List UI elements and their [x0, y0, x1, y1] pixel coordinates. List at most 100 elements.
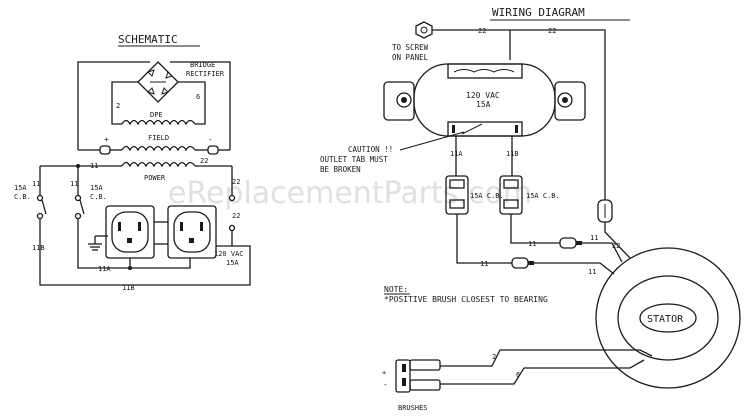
cb-mid-cb: C.B. — [90, 193, 107, 201]
panel-screw-icon — [415, 21, 433, 39]
schematic-section: SCHEMATIC BRIDGE RECTIFIER 2 6 DPE FIELD… — [14, 33, 251, 292]
wire-11a — [130, 258, 191, 269]
wire-2-label: 2 — [116, 102, 120, 110]
schematic-heading: SCHEMATIC — [118, 33, 178, 46]
cb-mid-contact-bot — [74, 212, 82, 220]
wire-11-left-label: 11 — [32, 180, 40, 188]
brush-holder — [395, 359, 441, 393]
receptacle-slot-top — [447, 63, 523, 79]
field-label: FIELD — [148, 134, 169, 142]
wire-22-right-lower — [216, 230, 233, 247]
wire-22a-label: 22 — [478, 27, 486, 35]
field-minus: - — [208, 135, 213, 144]
wire-11b-bottom — [100, 245, 251, 286]
wire-22-to-stator — [604, 222, 631, 259]
cb-mid-contact-top — [74, 194, 82, 202]
ground-wire-22a — [432, 29, 511, 60]
receptacle-slot-bot — [447, 121, 523, 137]
wire-22-stator-label: 22 — [612, 242, 620, 250]
cb-left-contact-bot — [36, 212, 44, 220]
receptacle-panel: 120 VAC 15A — [383, 63, 586, 137]
wire-11-cb2-label: 11 — [528, 240, 536, 248]
brush-wire-2-label: 2 — [492, 353, 496, 361]
outlet-right — [167, 205, 217, 259]
note-title: NOTE: — [384, 285, 408, 294]
cb1-label: 15A C.B. — [470, 192, 504, 200]
cb-mid-switch — [79, 199, 85, 215]
cb-left-rating: 15A — [14, 184, 27, 192]
stator-label: STATOR — [647, 314, 684, 325]
screw-note-2: ON PANEL — [392, 53, 429, 62]
brush-wire-6 — [440, 359, 645, 385]
wire-11-to-stator-2 — [534, 262, 615, 275]
field-connector-right — [207, 145, 219, 155]
power-coil — [121, 161, 196, 168]
wire-22b-label: 22 — [548, 27, 556, 35]
rectifier-left-lead — [77, 61, 150, 150]
stator-label-oval — [639, 303, 697, 333]
connector-upper — [559, 237, 582, 249]
outlet-rating: 120 VAC — [214, 250, 244, 258]
brushes-label: BRUSHES — [398, 404, 428, 412]
ground-symbol — [88, 235, 108, 251]
wire-11-mid-label: 11 — [70, 180, 78, 188]
wire-11a-label: 11A — [450, 150, 463, 158]
cb-left-contact-top — [36, 194, 44, 202]
cb-mid-bottom — [77, 218, 130, 269]
field-plus: + — [104, 135, 109, 144]
wire-11-cb2 — [510, 214, 560, 244]
outlet-amp: 15A — [226, 259, 239, 267]
wiring-section: WIRING DIAGRAM TO SCREW ON PANEL 22 22 — [320, 6, 741, 412]
brush-wire-6-label: 6 — [516, 371, 520, 379]
panel-ear-left — [383, 81, 415, 121]
wire-6-label: 6 — [196, 93, 200, 101]
rectifier-right-lead — [170, 61, 231, 150]
brush-plus: + — [382, 369, 386, 377]
field-connector-left — [99, 145, 111, 155]
caution-leader — [399, 131, 465, 151]
caution-line-3: BE BROKEN — [320, 165, 361, 174]
cb-left-bottom — [39, 218, 100, 286]
wire-11-stator-2-label: 11 — [588, 268, 596, 276]
wire-22-terminal-bot — [228, 224, 236, 232]
brush-minus: - — [383, 380, 388, 389]
cb-left-switch — [41, 199, 47, 215]
wire-11-stator-1-label: 11 — [590, 234, 598, 242]
dpe-coil — [121, 119, 196, 126]
panel-ear-right — [554, 81, 586, 121]
wiring-heading: WIRING DIAGRAM — [492, 6, 585, 19]
brush-wire-2 — [440, 349, 653, 367]
bridge-label: BRIDGE — [190, 61, 215, 69]
panel-amperage: 15A — [476, 100, 491, 109]
wire-11a-label: 11A — [98, 265, 111, 273]
cb-left-cb: C.B. — [14, 193, 31, 201]
wire-11b-bottom-label: 11B — [122, 284, 135, 292]
stator — [595, 247, 741, 389]
ground-connector-22 — [597, 199, 613, 223]
dpe-label: DPE — [150, 111, 163, 119]
wire-11b-left-label: 11B — [32, 244, 45, 252]
ground-wire-22b — [510, 29, 606, 200]
wire-6 — [178, 81, 206, 125]
wire-22-right-label2: 22 — [232, 212, 240, 220]
rectifier-label: RECTIFIER — [186, 70, 225, 78]
panel-voltage: 120 VAC — [466, 91, 500, 100]
stator-outer — [595, 247, 741, 389]
power-label: POWER — [144, 174, 166, 182]
outlet-left — [105, 205, 155, 259]
wire-22-terminal-top — [228, 194, 236, 202]
bridge-rectifier — [137, 61, 179, 103]
caution-line-1: CAUTION !! — [348, 145, 393, 154]
field-coil — [121, 145, 196, 152]
wire-22-right-label: 22 — [232, 178, 240, 186]
diode-symbols — [147, 69, 173, 95]
connector-lower — [511, 257, 534, 269]
watermark: eReplacementParts.com — [168, 176, 532, 211]
cb-mid-rating: 15A — [90, 184, 103, 192]
screw-note-1: TO SCREW — [392, 43, 429, 52]
wire-11b-label: 11B — [506, 150, 519, 158]
cb2-label: 15A C.B. — [526, 192, 560, 200]
caution-line-2: OUTLET TAB MUST — [320, 155, 388, 164]
